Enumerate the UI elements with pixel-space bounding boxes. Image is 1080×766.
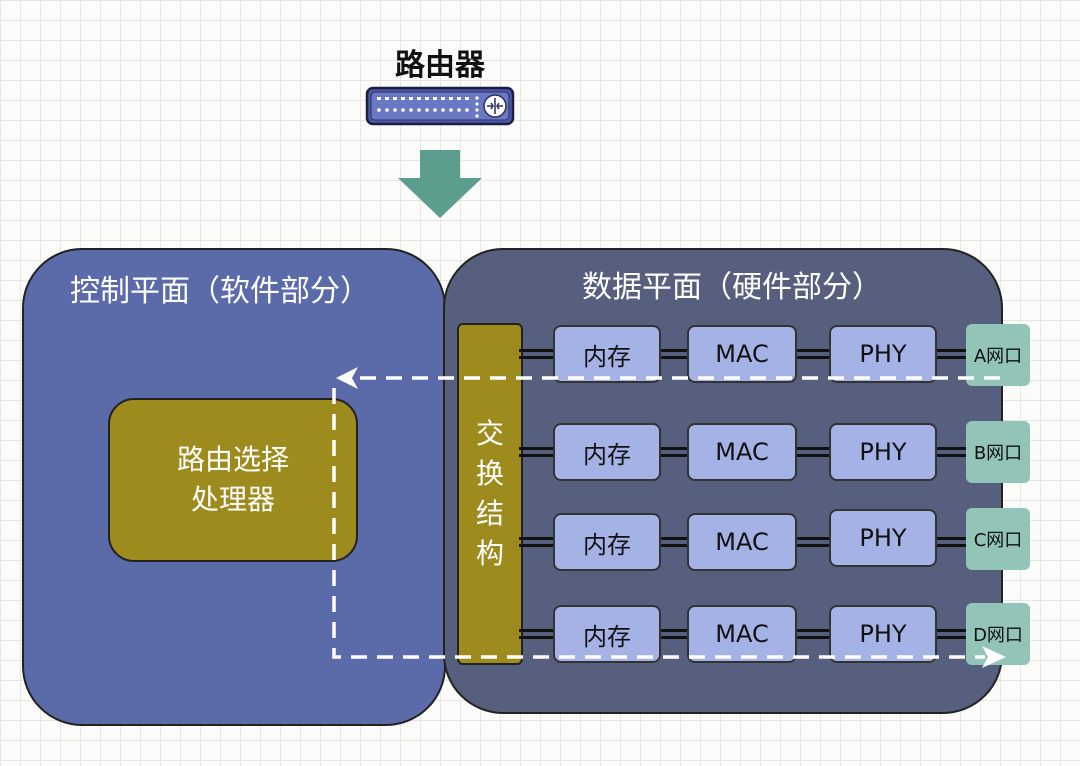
connector [937,629,967,639]
phy-box: PHY [829,509,937,567]
connector [797,629,831,639]
connector [937,447,967,457]
connector [937,537,967,547]
port-a: A网口 [966,324,1030,386]
processor-label-line2: 处理器 [190,483,275,516]
port-c: C网口 [966,508,1030,570]
mac-box: MAC [687,605,797,663]
down-arrow-icon [398,150,482,218]
connector [797,447,831,457]
connector [519,447,555,457]
control-plane-title: 控制平面（软件部分） [70,274,370,309]
switch-char: 换 [475,457,504,490]
connector [519,629,555,639]
connector [519,349,555,359]
connector [519,537,555,547]
phy-box: PHY [829,605,937,663]
connector [661,349,689,359]
downstream-path-line [332,388,985,659]
connector [797,349,831,359]
connector [797,537,831,547]
phy-box: PHY [829,325,937,383]
switch-char: 交 [475,417,504,450]
memory-box: 内存 [553,513,661,571]
port-d: D网口 [966,603,1030,665]
switch-char: 结 [475,497,504,530]
upstream-arrowhead [336,367,358,389]
connector [661,629,689,639]
memory-box: 内存 [553,605,661,663]
mac-box: MAC [687,423,797,481]
memory-box: 内存 [553,325,661,383]
connector [661,537,689,547]
phy-box: PHY [829,423,937,481]
mac-box: MAC [687,325,797,383]
processor-label-line1: 路由选择 [176,443,289,476]
port-b: B网口 [966,421,1030,483]
routing-processor: 路由选择 处理器 [108,398,358,562]
switch-fabric: 交 换 结 构 [457,323,523,665]
router-title: 路由器 [395,48,485,83]
memory-box: 内存 [553,423,661,481]
downstream-arrowhead [982,646,1006,668]
mac-box: MAC [687,513,797,571]
connector [937,349,967,359]
data-plane-title: 数据平面（硬件部分） [582,270,882,305]
connector [661,447,689,457]
router-icon [365,86,515,126]
switch-char: 构 [475,537,504,570]
